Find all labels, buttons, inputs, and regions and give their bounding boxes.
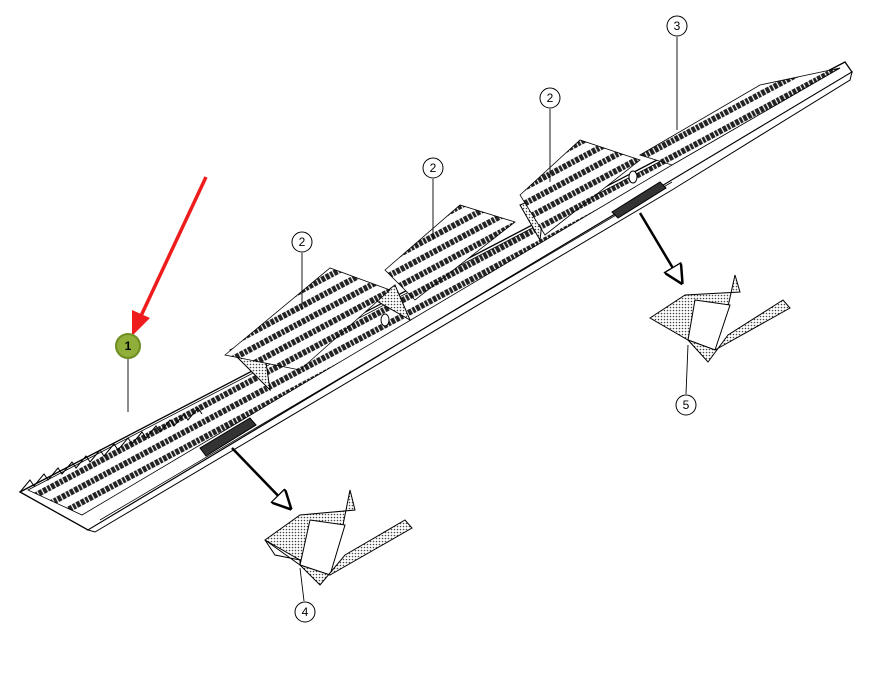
callout-2c-label: 2 xyxy=(547,91,554,105)
detail-arrow-4 xyxy=(231,447,288,506)
callout-2b-label: 2 xyxy=(430,161,437,175)
callout-1-label: 1 xyxy=(125,339,132,353)
callout-2a[interactable]: 2 xyxy=(291,231,313,253)
sawtooth-edge xyxy=(19,407,203,493)
callout-5[interactable]: 5 xyxy=(675,394,697,416)
callout-2b[interactable]: 2 xyxy=(422,157,444,179)
callout-2c[interactable]: 2 xyxy=(539,87,561,109)
callout-2a-label: 2 xyxy=(299,235,306,249)
bracket-detail-4 xyxy=(264,489,413,586)
detail-arrow-5 xyxy=(638,212,680,280)
callout-3[interactable]: 3 xyxy=(666,15,688,37)
leader-lines xyxy=(127,37,689,602)
sieve-assembly xyxy=(18,61,853,533)
callout-5-label: 5 xyxy=(683,398,690,412)
callout-4-label: 4 xyxy=(302,605,309,619)
callout-1[interactable]: 1 xyxy=(115,333,141,359)
callout-3-label: 3 xyxy=(674,19,681,33)
callout-4[interactable]: 4 xyxy=(294,601,316,623)
bracket-detail-5 xyxy=(649,274,791,363)
red-pointer-arrow xyxy=(132,176,208,336)
